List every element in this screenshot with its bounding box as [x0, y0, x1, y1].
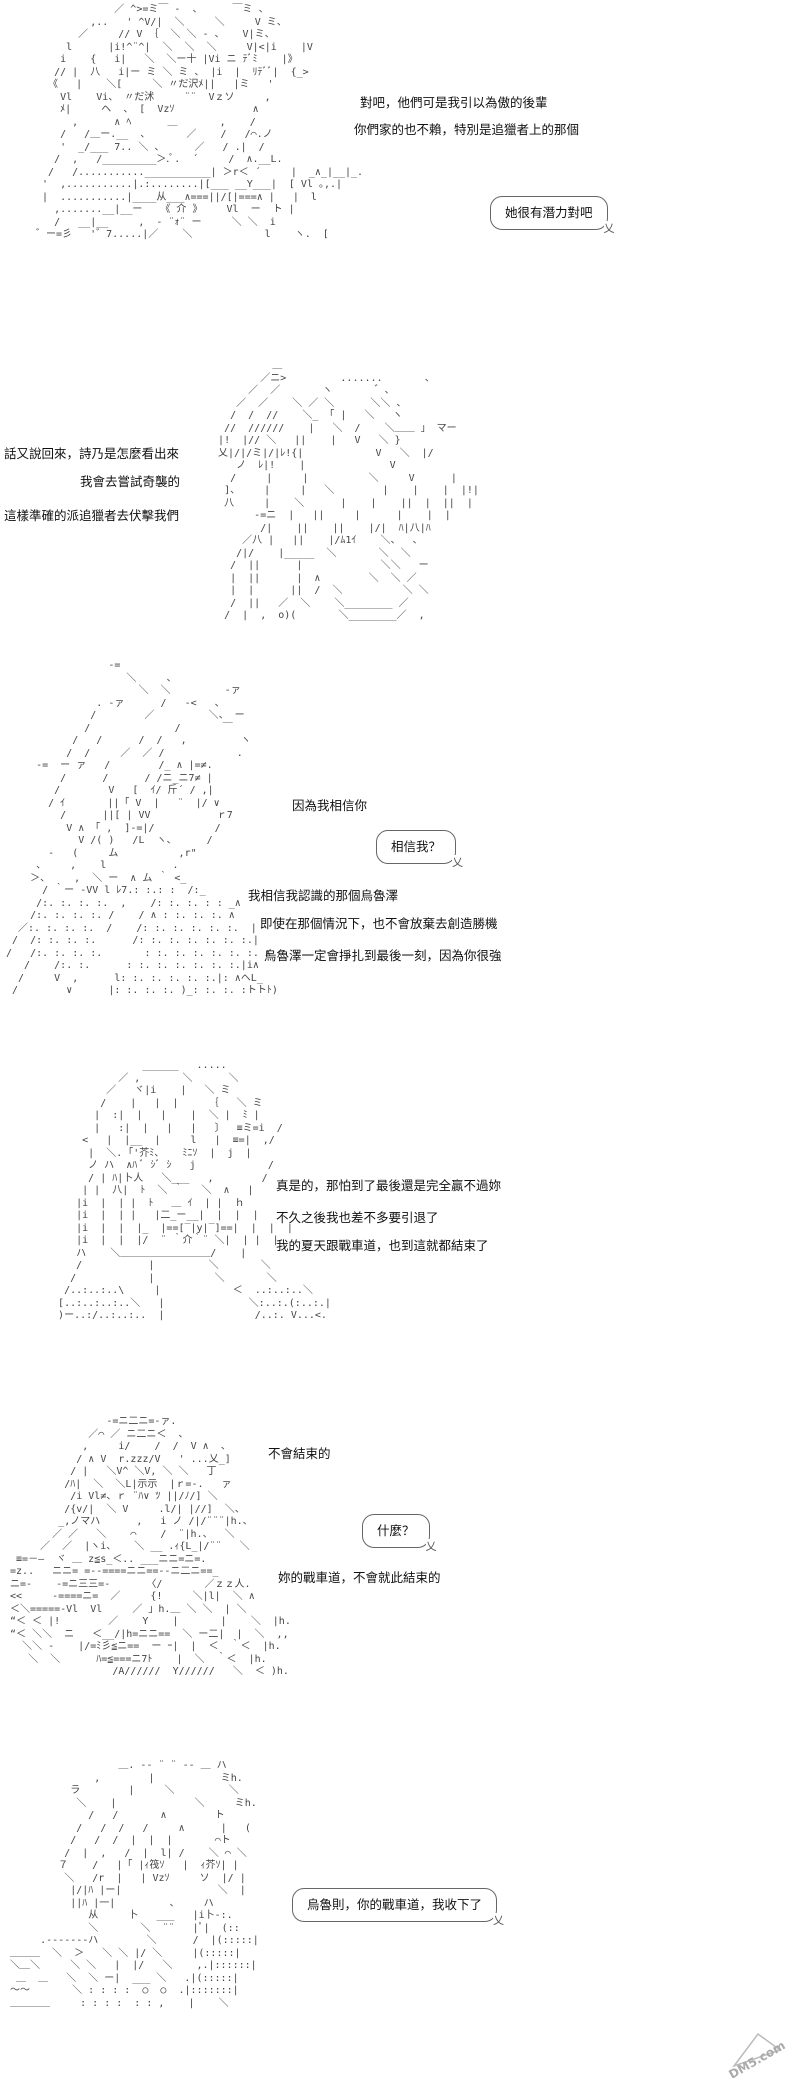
- ascii-art-character-5: -=ニ二ニ=-ァ. ／⌒ ／ ニ二ニ＜ 、 , i/ / / V ∧ 、 / ∧…: [10, 1416, 291, 1677]
- dialogue-line: 這樣準確的派追獵者去伏擊我們: [4, 508, 180, 523]
- panel-3: -= ＼ 、 ＼ ＼ -ァ . -ァ / -< 、 / ／ ＼、 ー / / ￣…: [0, 660, 800, 1050]
- ascii-art-character-1: ／ ^>=ミ￣ - 、 ￣ミ 、 ,.. ' ^V/| ＼ ＼ V ミ、 ／ /…: [36, 4, 364, 240]
- ascii-art-character-3: -= ＼ 、 ＼ ＼ -ァ . -ァ / -< 、 / ／ ＼、 ー / / ￣…: [6, 660, 278, 996]
- dialogue-line: 真是的，那怕到了最後還是完全贏不過妳: [276, 1178, 502, 1193]
- panel-1: ／ ^>=ミ￣ - 、 ￣ミ 、 ,.. ' ^V/| ＼ ＼ V ミ、 ／ /…: [0, 0, 800, 260]
- speech-bubble: 什麼？: [362, 1514, 436, 1555]
- panel-6: ＿. -‐ ¨ ¨ ‐- ＿ ハ , | ミh. ラ | ＼ ＼ ＼ | ＼ ミ…: [0, 1760, 800, 2088]
- ascii-art-character-4: ______ ..... ／ , ＼ ＼ ／ ヾ|i | ＼ ミ / | | |…: [58, 1060, 331, 1321]
- watermark-text: DM5.com: [728, 2038, 786, 2078]
- panel-4: ______ ..... ／ , ＼ ＼ ／ ヾ|i | ＼ ミ / | | |…: [0, 1060, 800, 1400]
- panel-2: ＿ ／ニ> ....... 、 ／ ／ ヽ ゛、 ／ ／ ＼ ／ ＼ ＼＼ 、 …: [0, 360, 800, 650]
- dialogue-line: 我會去嘗試奇襲的: [80, 474, 181, 489]
- speech-bubble: 相信我？: [376, 830, 464, 871]
- dialogue-line: 話又說回來，詩乃是怎麼看出來: [4, 446, 180, 461]
- panel-5: -=ニ二ニ=-ァ. ／⌒ ／ ニ二ニ＜ 、 , i/ / / V ∧ 、 / ∧…: [0, 1410, 800, 1750]
- dialogue-line: 我的夏天跟戰車道，也到這就都結束了: [276, 1238, 489, 1253]
- ascii-art-character-2: ＿ ／ニ> ....... 、 ／ ／ ヽ ゛、 ／ ／ ＼ ／ ＼ ＼＼ 、 …: [218, 360, 479, 621]
- dialogue-line: 對吧，他們可是我引以為傲的後輩: [360, 95, 548, 110]
- watermark-logo: DM5.com: [728, 2032, 786, 2078]
- dialogue-line: 不會結束的: [268, 1446, 331, 1461]
- speech-bubble: 烏魯則，你的戰車道，我收下了: [292, 1888, 505, 1929]
- dialogue-line: 我相信我認識的那個烏魯澤: [248, 888, 399, 903]
- dialogue-line: 烏魯澤一定會掙扎到最後一刻，因為你很強: [264, 948, 502, 963]
- dialogue-line: 你們家的也不賴，特別是追獵者上的那個: [354, 122, 580, 137]
- speech-bubble: 她很有潛力對吧: [490, 196, 615, 237]
- dialogue-line: 妳的戰車道，不會就此結束的: [278, 1570, 441, 1585]
- ascii-art-character-6: ＿. -‐ ¨ ¨ ‐- ＿ ハ , | ミh. ラ | ＼ ＼ ＼ | ＼ ミ…: [10, 1760, 259, 2009]
- dialogue-line: 不久之後我也差不多要引退了: [276, 1210, 439, 1225]
- dialogue-line: 因為我相信你: [292, 798, 368, 813]
- dialogue-line: 即使在那個情況下，也不會放棄去創造勝機: [260, 916, 498, 931]
